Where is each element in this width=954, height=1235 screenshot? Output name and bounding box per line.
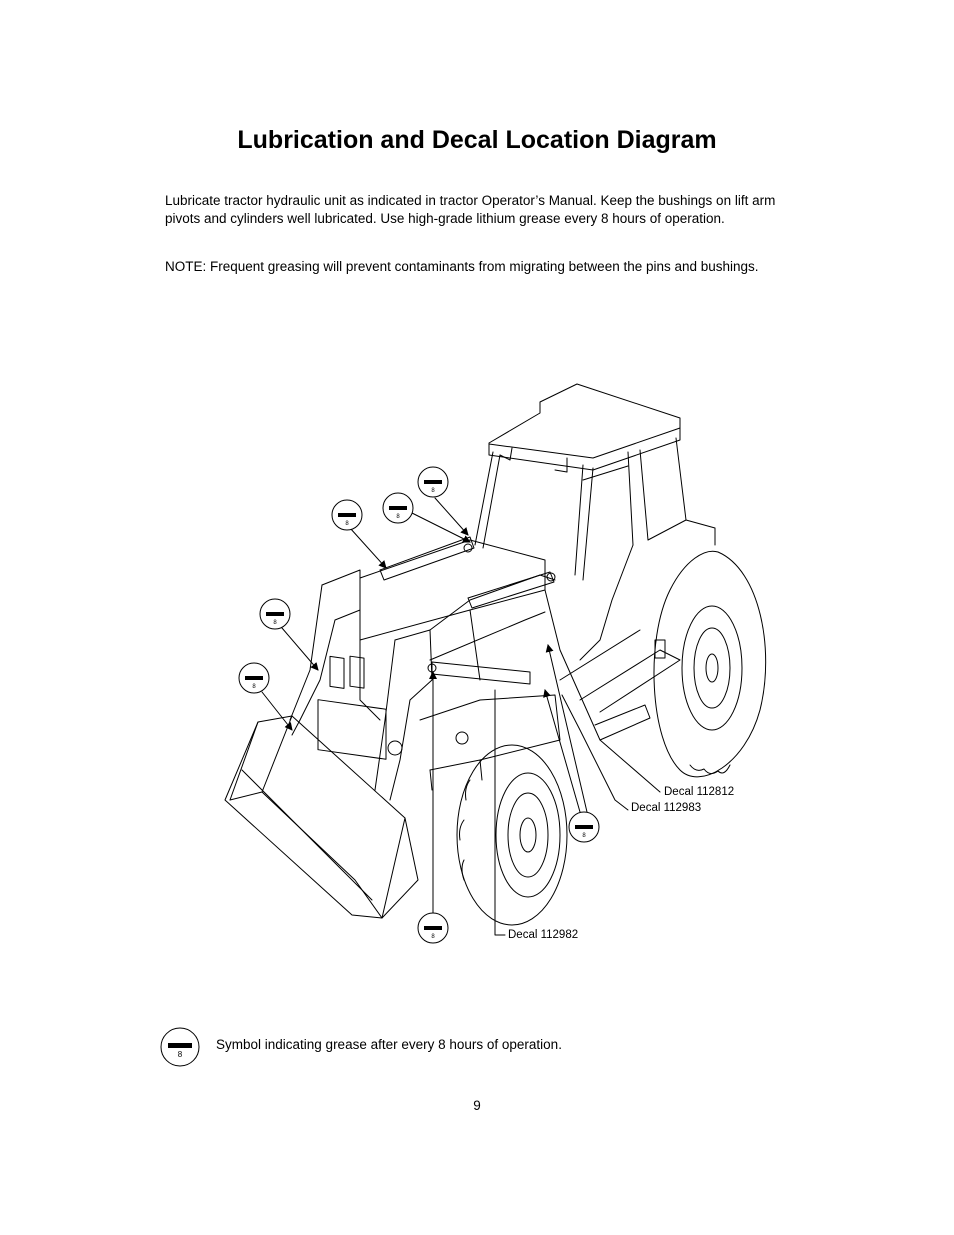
grease-symbol-5: 8 xyxy=(238,662,270,694)
side-rails xyxy=(560,630,680,740)
decal-label-112983: Decal 112983 xyxy=(631,802,702,814)
grease-symbol-2: 8 xyxy=(382,492,414,524)
grease-symbol-number: 8 xyxy=(396,514,400,520)
front-axle xyxy=(388,695,560,790)
cab-roof xyxy=(489,384,680,470)
grease-symbol-1: 8 xyxy=(417,466,449,498)
rear-tire xyxy=(654,551,766,777)
grease-symbol-number: 8 xyxy=(431,934,435,940)
note-paragraph: NOTE: Frequent greasing will prevent con… xyxy=(165,259,759,274)
grease-symbol-6: 8 xyxy=(417,912,449,944)
grille xyxy=(318,656,386,759)
page-number: 9 xyxy=(473,1098,481,1113)
grease-symbol-3: 8 xyxy=(331,499,363,531)
lubrication-instructions: Lubricate tractor hydraulic unit as indi… xyxy=(165,193,776,226)
grease-symbol-number: 8 xyxy=(431,488,435,494)
lift-cylinders xyxy=(380,537,555,684)
cab-frame xyxy=(475,438,715,660)
grease-symbol-number: 8 xyxy=(582,833,586,839)
decal-label-112812: Decal 112812 xyxy=(664,786,735,798)
page-title: Lubrication and Decal Location Diagram xyxy=(237,126,717,154)
legend-text: Symbol indicating grease after every 8 h… xyxy=(216,1037,562,1052)
tractor-hood xyxy=(360,540,560,720)
bucket xyxy=(225,716,418,918)
leader-lines xyxy=(262,498,660,935)
legend-symbol-number: 8 xyxy=(178,1050,183,1059)
decal-label-112982: Decal 112982 xyxy=(508,929,579,941)
grease-symbol-number: 8 xyxy=(273,620,277,626)
grease-symbol-4: 8 xyxy=(259,598,291,630)
loader-frame-left xyxy=(290,570,360,735)
loader-frame-right xyxy=(375,575,555,800)
legend-grease-symbol: 8 xyxy=(160,1027,200,1067)
front-tire xyxy=(457,745,567,925)
grease-symbol-7: 8 xyxy=(568,811,600,843)
grease-symbol-number: 8 xyxy=(345,521,349,527)
grease-symbol-number: 8 xyxy=(252,684,256,690)
